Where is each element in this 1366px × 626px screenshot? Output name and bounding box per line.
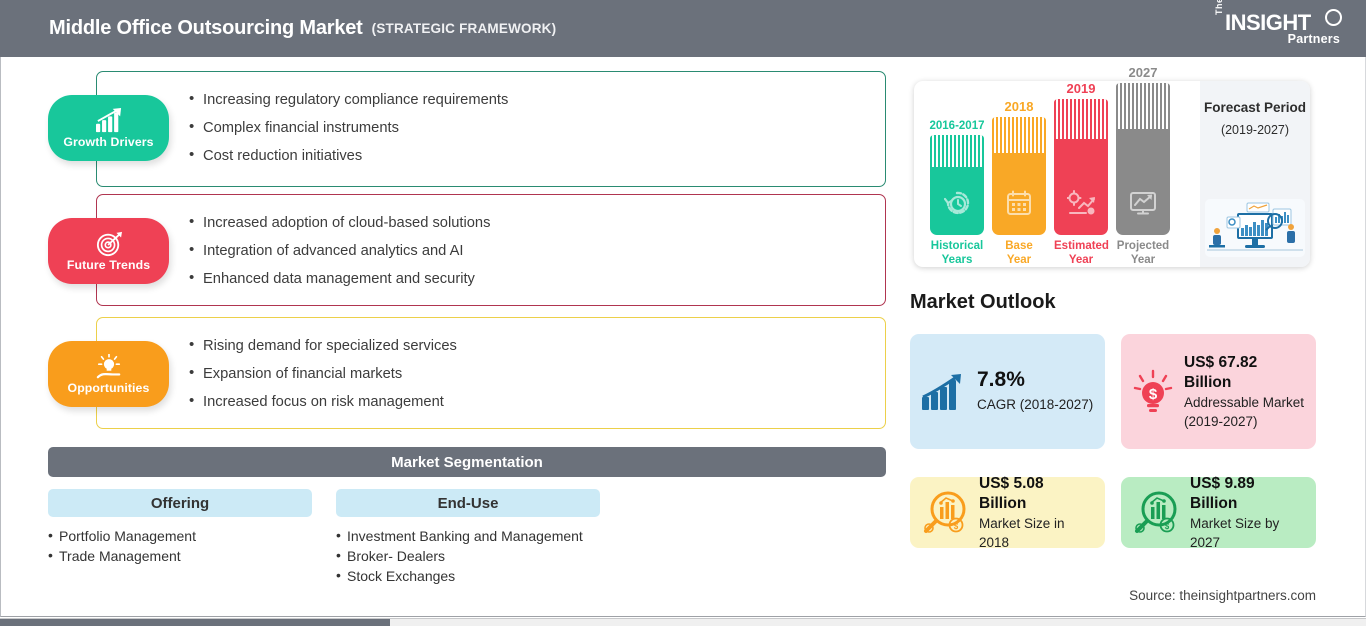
segmentation-list-enduse: Investment Banking and ManagementBroker-… [336,525,583,586]
outlook-card-market-size-2018: $ US$ 5.08 Billion Market Size in 2018 [910,474,1105,550]
outlook-card-label: Addressable Market (2019-2027) [1184,394,1305,429]
outlook-card-value: 7.8% [977,368,1025,391]
svg-text:$: $ [1165,522,1170,531]
driver-badge-future-trends: Future Trends [48,218,169,284]
logo-circle-icon [1325,9,1342,26]
segmentation-item: Portfolio Management [48,525,196,546]
driver-bullet-item: Cost reduction initiatives [189,141,885,170]
segmentation-heading-enduse: End-Use [336,489,600,517]
bar-chart-growth-icon [94,107,124,134]
driver-bullet-item: Integration of advanced analytics and AI [189,236,885,265]
segmentation-heading-offering: Offering [48,489,312,517]
outlook-card-cagr: 7.8% CAGR (2018-2027) [910,334,1105,449]
segmentation-item: Trade Management [48,545,196,566]
timeline-bar-caption: Projected Year [1116,240,1170,266]
forecast-title: Forecast Period [1203,100,1307,115]
outlook-card-label: Market Size in 2018 [979,515,1065,550]
timeline-bar-caption: Base Year [1005,240,1033,266]
timeline-bar-stripes [1116,83,1170,129]
timeline-bar-year: 2019 [1066,81,1096,96]
timeline-bar-stripes [992,117,1046,153]
driver-badge-label: Growth Drivers [63,134,154,149]
segmentation-title: Market Segmentation [391,453,543,471]
segmentation-item: Investment Banking and Management [336,525,583,546]
calendar-icon [1006,190,1032,221]
segmentation-list-offering: Portfolio ManagementTrade Management [48,525,196,566]
svg-text:$: $ [954,522,959,531]
outlook-card-value: US$ 9.89 Billion [1190,474,1255,512]
business-analytics-illustration [1205,199,1305,257]
source-text: Source: theinsightpartners.com [1129,588,1316,603]
outlook-card-label: Market Size by 2027 [1190,515,1280,550]
driver-bullet-list: Rising demand for specialized servicesEx… [189,331,885,416]
forecast-range: (2019-2027) [1220,123,1290,137]
timeline-bar [992,117,1046,235]
gear-chart-icon [1066,190,1095,221]
header-bar: Middle Office Outsourcing Market (STRATE… [0,0,1366,57]
forecast-period-panel: Forecast Period (2019-2027) [1200,81,1310,267]
segmentation-title-bar: Market Segmentation [48,447,886,477]
outlook-card-value: US$ 67.82 Billion [1184,353,1258,391]
page-title: Middle Office Outsourcing Market [49,17,363,39]
driver-bullet-item: Increased adoption of cloud-based soluti… [189,208,885,237]
timeline-bar-caption: Historical Years [930,240,984,266]
logo-partners-text: Partners [1287,32,1340,46]
driver-badge-growth-drivers: Growth Drivers [48,95,169,161]
driver-bullet-item: Enhanced data management and security [189,264,885,293]
driver-bullet-item: Expansion of financial markets [189,359,885,388]
driver-bullet-list: Increasing regulatory compliance require… [189,85,885,170]
timeline-bar-stripes [930,135,984,167]
timeline-bar-caption: Estimated Year [1054,240,1109,266]
driver-badge-opportunities: Opportunities [48,341,169,407]
driver-bullet-item: Complex financial instruments [189,113,885,142]
timeline-bar-stripes [1054,99,1108,139]
segmentation-heading-label: End-Use [437,494,499,512]
monitor-chart-icon [1130,190,1156,221]
insight-partners-logo: The INSIGHT Partners [1214,0,1344,49]
driver-bullet-item: Rising demand for specialized services [189,331,885,360]
driver-badge-label: Opportunities [67,380,150,395]
lightbulb-hand-icon [94,353,124,380]
driver-box: Rising demand for specialized servicesEx… [96,317,886,429]
logo-insight-text: INSIGHT [1225,10,1311,35]
driver-badge-label: Future Trends [66,257,151,272]
outlook-card-market-size-2027: $ US$ 9.89 Billion Market Size by 2027 [1121,474,1316,550]
horizontal-scrollbar[interactable] [0,618,1366,626]
market-outlook-title: Market Outlook [910,291,1056,313]
timeline-bar [930,135,984,235]
clock-history-icon [943,190,970,221]
lightbulb-dollar-icon: $ [1133,369,1173,412]
timeline-bar-year: 2018 [1004,99,1034,114]
driver-bullet-item: Increased focus on risk management [189,387,885,416]
outlook-card-value: US$ 5.08 Billion [979,474,1044,512]
growth-chart-icon [922,373,961,410]
driver-box: Increasing regulatory compliance require… [96,71,886,187]
outlook-card-addressable-market: $ US$ 67.82 Billion Addressable Market (… [1121,334,1316,449]
magnifier-chart-orange-icon: $ [924,491,966,533]
timeline-bar [1116,83,1170,235]
magnifier-chart-green-icon: $ [1135,491,1177,533]
timeline-bar [1054,99,1108,235]
segmentation-item: Broker- Dealers [336,545,583,566]
driver-bullet-item: Increasing regulatory compliance require… [189,85,885,114]
timeline-bar-year: 2027 [1128,65,1158,80]
driver-bullet-list: Increased adoption of cloud-based soluti… [189,208,885,293]
outlook-card-label: CAGR (2018-2027) [977,397,1094,412]
logo-the-text: The [1214,0,1224,15]
segmentation-heading-label: Offering [150,494,210,512]
page-subtitle: (STRATEGIC FRAMEWORK) [371,21,557,36]
driver-box: Increased adoption of cloud-based soluti… [96,194,886,306]
svg-text:$: $ [1149,386,1158,403]
scrollbar-thumb[interactable] [0,619,390,626]
target-dart-icon [94,231,124,257]
timeline-bar-year: 2016-2017 [929,120,985,132]
segmentation-item: Stock Exchanges [336,565,583,586]
